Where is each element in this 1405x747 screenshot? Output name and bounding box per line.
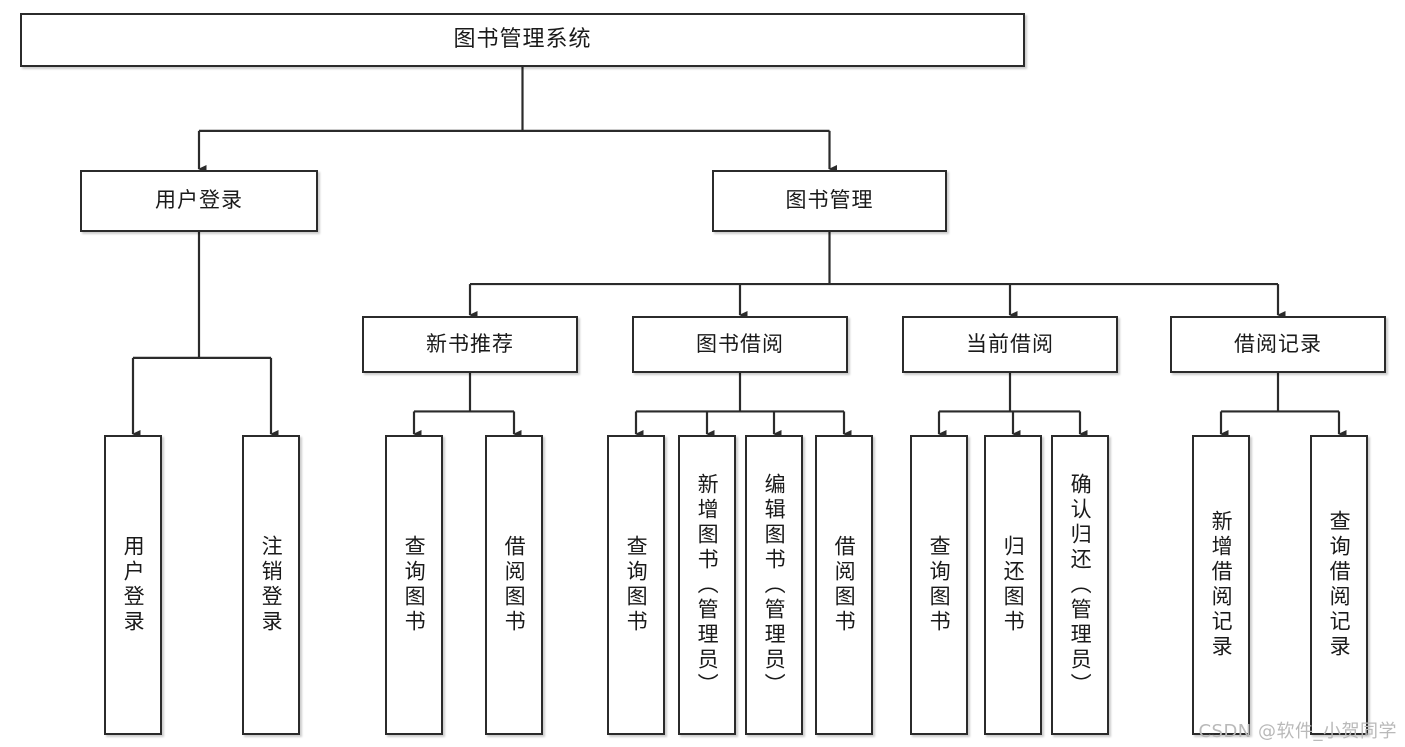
- node-leaf-query-book-3[interactable]: 查询图书: [910, 435, 968, 735]
- node-label: 归还图书: [1001, 535, 1026, 635]
- node-book-borrow[interactable]: 图书借阅: [632, 316, 848, 373]
- node-label: 查询图书: [624, 535, 649, 635]
- node-leaf-query-record[interactable]: 查询借阅记录: [1310, 435, 1368, 735]
- node-leaf-logout[interactable]: 注销登录: [242, 435, 300, 735]
- node-label: 注销登录: [259, 535, 284, 635]
- node-leaf-add-record[interactable]: 新增借阅记录: [1192, 435, 1250, 735]
- node-label: 借阅图书: [502, 535, 527, 635]
- node-label: 新书推荐: [426, 331, 514, 356]
- node-label: 编辑图书（管理员）: [762, 472, 787, 698]
- node-label: 借阅记录: [1234, 331, 1322, 356]
- node-leaf-user-login[interactable]: 用户登录: [104, 435, 162, 735]
- node-label: 查询图书: [402, 535, 427, 635]
- node-label: 新增图书（管理员）: [695, 472, 720, 698]
- node-leaf-return-book[interactable]: 归还图书: [984, 435, 1042, 735]
- node-label: 用户登录: [121, 535, 146, 635]
- node-label: 图书借阅: [696, 331, 784, 356]
- node-label: 确认归还（管理员）: [1068, 472, 1093, 698]
- node-leaf-borrow-book-1[interactable]: 借阅图书: [485, 435, 543, 735]
- node-leaf-query-book-2[interactable]: 查询图书: [607, 435, 665, 735]
- node-leaf-query-book-1[interactable]: 查询图书: [385, 435, 443, 735]
- node-label: 图书管理系统: [453, 26, 592, 52]
- node-label: 借阅图书: [832, 535, 857, 635]
- node-book-manage[interactable]: 图书管理: [712, 170, 947, 232]
- node-label: 查询借阅记录: [1327, 510, 1352, 660]
- node-leaf-borrow-book-2[interactable]: 借阅图书: [815, 435, 873, 735]
- node-label: 用户登录: [155, 188, 243, 213]
- node-user-login[interactable]: 用户登录: [80, 170, 318, 232]
- node-root[interactable]: 图书管理系统: [20, 13, 1025, 67]
- node-borrow-record[interactable]: 借阅记录: [1170, 316, 1386, 373]
- node-leaf-confirm-return[interactable]: 确认归还（管理员）: [1051, 435, 1109, 735]
- node-current-borrow[interactable]: 当前借阅: [902, 316, 1118, 373]
- node-leaf-edit-book[interactable]: 编辑图书（管理员）: [745, 435, 803, 735]
- node-label: 图书管理: [785, 188, 874, 213]
- csdn-watermark: CSDN @软件_小贺同学: [1198, 721, 1397, 742]
- node-label: 当前借阅: [966, 331, 1054, 356]
- node-leaf-add-book[interactable]: 新增图书（管理员）: [678, 435, 736, 735]
- node-label: 新增借阅记录: [1209, 510, 1234, 660]
- node-new-book-recommend[interactable]: 新书推荐: [362, 316, 578, 373]
- node-label: 查询图书: [927, 535, 952, 635]
